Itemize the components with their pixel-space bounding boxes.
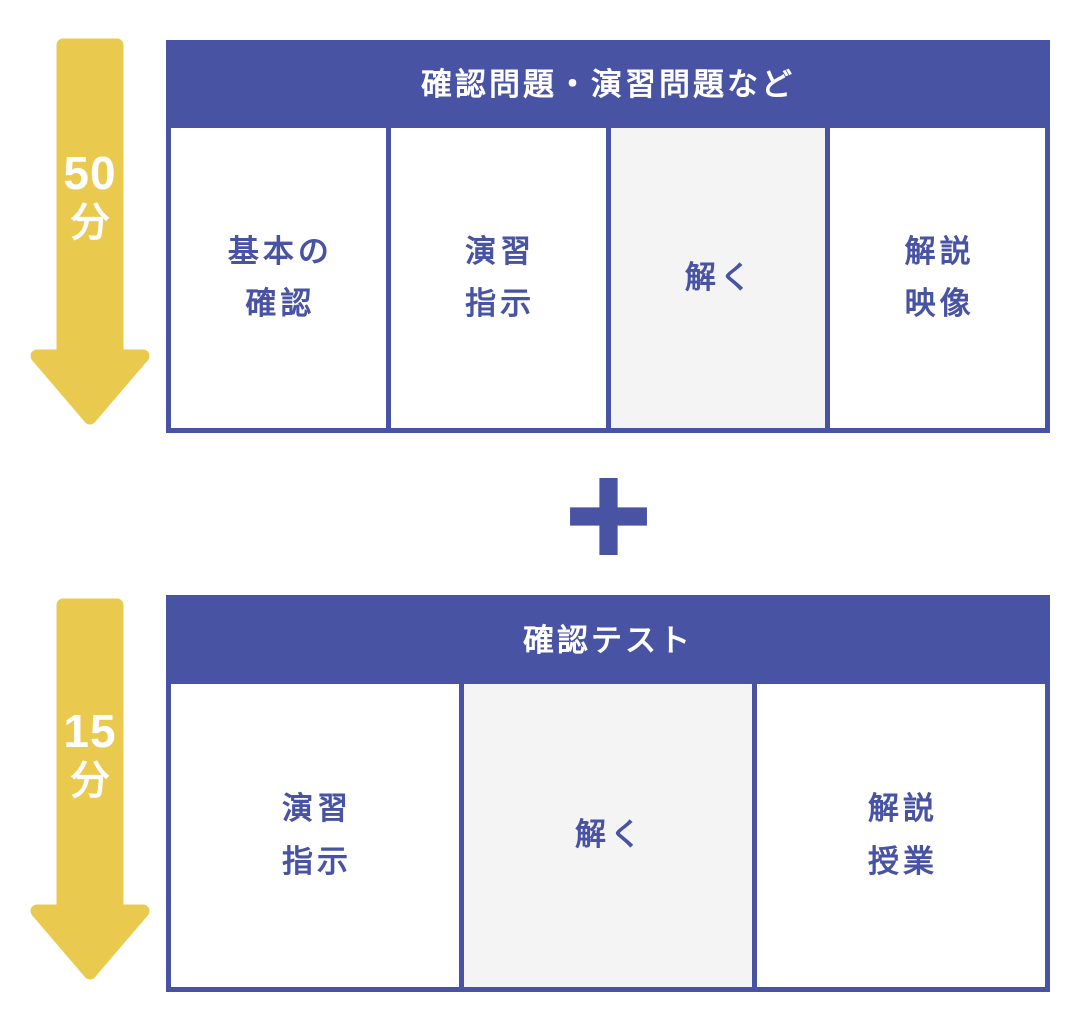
cell-line: 解説: [904, 233, 975, 269]
down-arrow-icon: [30, 598, 150, 980]
plus-icon-shape: [570, 478, 647, 555]
cell-practice-instruction: 演習 指示: [171, 684, 459, 987]
duration-value: 15: [63, 704, 117, 757]
duration-unit: 分: [70, 201, 110, 246]
table-test-body: 演習 指示 解く 解説 授業: [166, 679, 1050, 992]
cell-line: 指示: [282, 843, 352, 879]
cell-basic-check: 基本の 確認: [171, 128, 386, 428]
cell-line: 演習: [465, 233, 536, 269]
cell-line: 解く: [575, 817, 645, 853]
table-practice-problems: 確認問題・演習問題など 基本の 確認 演習 指示 解く 解説 映像: [166, 40, 1050, 433]
down-arrow-icon: [30, 38, 150, 425]
duration-arrow-15min: 15 分: [30, 598, 150, 980]
cell-line: 解く: [684, 259, 755, 295]
duration-label: 50 分: [30, 38, 150, 355]
cell-solve: 解く: [464, 684, 752, 987]
plus-icon: [566, 474, 651, 559]
cell-line: 解説: [868, 791, 938, 827]
cell-line: 確認: [245, 286, 316, 321]
cell-practice-instruction: 演習 指示: [390, 128, 606, 428]
cell-line: 授業: [868, 843, 938, 879]
table-test-header: 確認テスト: [166, 595, 1050, 679]
table-practice-header: 確認問題・演習問題など: [166, 40, 1050, 123]
duration-value: 50: [63, 146, 117, 199]
cell-line: 基本の: [227, 233, 333, 269]
cell-line: 映像: [904, 286, 975, 321]
cell-explanation-video: 解説 映像: [830, 128, 1045, 428]
duration-arrow-50min: 50 分: [30, 38, 150, 425]
duration-label: 15 分: [30, 598, 150, 911]
cell-line: 演習: [282, 791, 352, 827]
table-practice-body: 基本の 確認 演習 指示 解く 解説 映像: [166, 123, 1050, 433]
table-confirmation-test: 確認テスト 演習 指示 解く 解説 授業: [166, 595, 1050, 992]
duration-unit: 分: [70, 759, 110, 804]
cell-explanation-lesson: 解説 授業: [757, 684, 1045, 987]
cell-line: 指示: [465, 286, 536, 321]
cell-solve: 解く: [610, 128, 826, 428]
